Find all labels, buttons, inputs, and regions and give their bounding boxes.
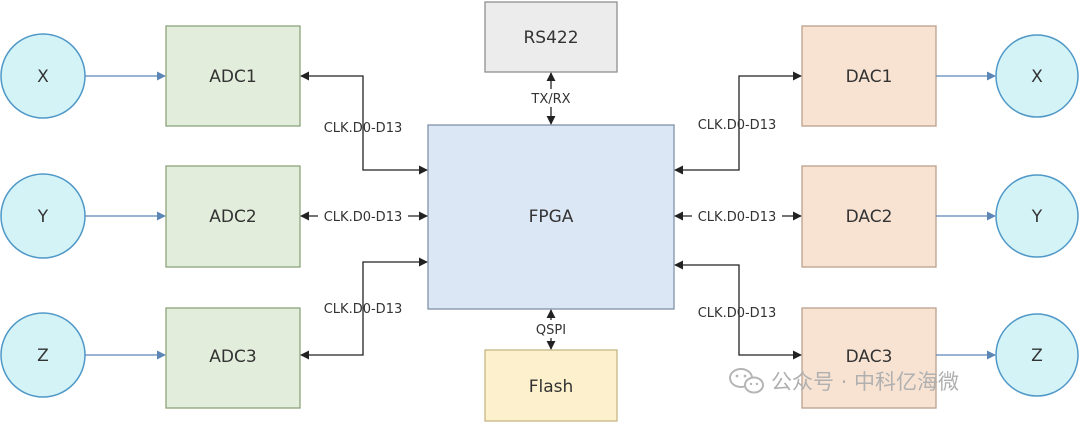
adc1-link-label-group: CLK.D0-D13 bbox=[324, 121, 403, 136]
adc3-link-label-group: CLK.D0-D13 bbox=[324, 302, 403, 317]
dac3-link-label: CLK.D0-D13 bbox=[698, 306, 777, 321]
output-y-label: Y bbox=[1031, 207, 1043, 227]
adc2-box bbox=[165, 165, 301, 268]
rs422-label: RS422 bbox=[523, 28, 578, 48]
flash-label: Flash bbox=[529, 377, 574, 397]
input-x-label: X bbox=[37, 67, 49, 87]
adc3-label: ADC3 bbox=[209, 347, 256, 367]
output-z-circle bbox=[995, 313, 1079, 397]
adc1-label: ADC1 bbox=[209, 67, 256, 87]
adc3-block: ADC3 bbox=[165, 307, 301, 409]
dac2-link-label-group: CLK.D0-D13 bbox=[692, 206, 782, 225]
dac3-block: DAC3 bbox=[801, 307, 937, 409]
adc2-link-label-group: CLK.D0-D13 bbox=[318, 206, 408, 225]
output-z-node: Z bbox=[995, 313, 1079, 397]
input-z-node: Z bbox=[0, 312, 86, 398]
adc3-box bbox=[165, 307, 301, 409]
input-y-label: Y bbox=[37, 207, 49, 227]
adc1-box bbox=[165, 25, 301, 127]
output-y-node: Y bbox=[995, 174, 1079, 258]
dac1-block: DAC1 bbox=[801, 25, 937, 127]
output-x-label: X bbox=[1031, 67, 1043, 87]
fpga-label: FPGA bbox=[529, 207, 574, 227]
output-x-circle bbox=[995, 34, 1079, 118]
adc2-block: ADC2 bbox=[165, 165, 301, 268]
adc2-link-label-bg bbox=[318, 206, 408, 224]
dac3-link-label-group: CLK.D0-D13 bbox=[698, 306, 777, 321]
flash-box bbox=[484, 349, 618, 422]
dac2-block: DAC2 bbox=[801, 165, 937, 268]
rs422-link-label: TX/RX bbox=[530, 92, 570, 107]
dac2-label: DAC2 bbox=[846, 207, 893, 227]
dac3-label: DAC3 bbox=[846, 347, 893, 367]
flash-link-label: QSPI bbox=[536, 323, 566, 338]
output-z-label: Z bbox=[1031, 346, 1043, 366]
adc1-block: ADC1 bbox=[165, 25, 301, 127]
input-x-node: X bbox=[0, 33, 86, 119]
rs422-box bbox=[484, 1, 618, 73]
fpga-box bbox=[427, 124, 675, 310]
dac2-link-label: CLK.D0-D13 bbox=[698, 210, 777, 225]
fpga-block: FPGA bbox=[427, 124, 675, 310]
wechat-icon bbox=[729, 368, 764, 394]
dac2-link-label-bg bbox=[692, 206, 782, 224]
watermark: 公众号 · 中科亿海微 bbox=[729, 368, 959, 394]
dac1-box bbox=[801, 25, 937, 127]
flash-link-label-bg bbox=[530, 320, 572, 338]
rs422-link-label-bg bbox=[527, 89, 575, 107]
dac1-link-label-group: CLK.D0-D13 bbox=[698, 118, 777, 133]
output-y-circle bbox=[995, 174, 1079, 258]
dac2-box bbox=[801, 165, 937, 268]
rs422-block: RS422 bbox=[484, 1, 618, 73]
adc1-bus bbox=[300, 71, 428, 175]
input-z-label: Z bbox=[37, 346, 49, 366]
adc2-label: ADC2 bbox=[209, 207, 256, 227]
adc3-link-label: CLK.D0-D13 bbox=[324, 302, 403, 317]
input-y-node: Y bbox=[0, 173, 86, 259]
dac1-label: DAC1 bbox=[846, 67, 893, 87]
flash-block: Flash bbox=[484, 349, 618, 422]
flash-link-label-group: QSPI bbox=[530, 320, 572, 338]
output-x-node: X bbox=[995, 34, 1079, 118]
dac3-box bbox=[801, 307, 937, 409]
adc2-link-label: CLK.D0-D13 bbox=[324, 210, 403, 225]
adc3-bus bbox=[300, 257, 428, 360]
rs422-link-label-group: TX/RX bbox=[527, 89, 575, 107]
dac3-bus bbox=[674, 260, 802, 360]
adc1-link-label: CLK.D0-D13 bbox=[324, 121, 403, 136]
dac1-bus bbox=[674, 71, 802, 175]
watermark-text: 公众号 · 中科亿海微 bbox=[771, 370, 959, 394]
dac1-link-label: CLK.D0-D13 bbox=[698, 118, 777, 133]
